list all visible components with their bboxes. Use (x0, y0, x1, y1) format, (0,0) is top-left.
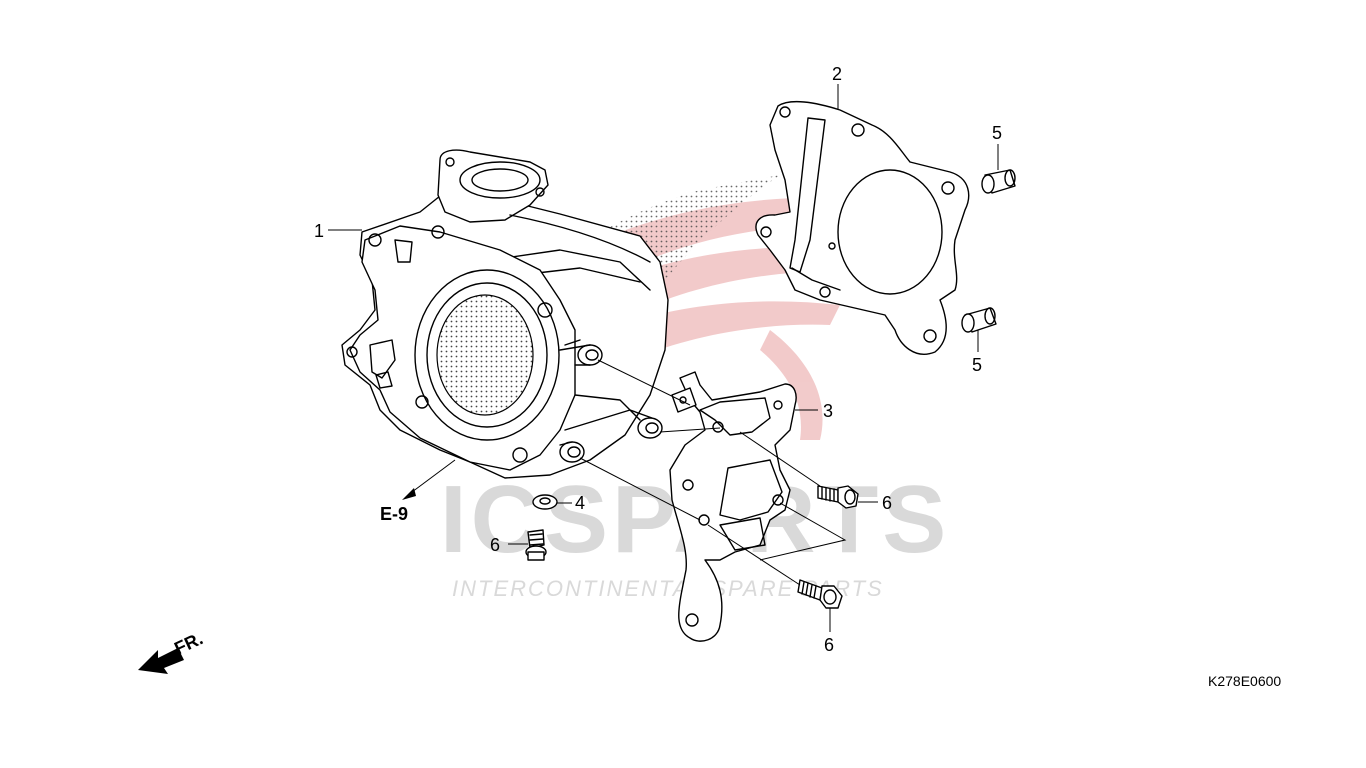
callout-6-upper-right: 6 (882, 493, 892, 513)
reference-arrow-icon (402, 459, 456, 500)
front-arrow-icon (138, 648, 184, 674)
dowel-pin-part-5-lower (961, 307, 997, 333)
bracket-part-3 (669, 371, 797, 642)
bolt-part-6-left (525, 529, 547, 561)
diagram-code: K278E0600 (1208, 673, 1281, 689)
reference-label: E-9 (380, 504, 408, 524)
washer-part-4 (532, 494, 558, 510)
callout-1: 1 (314, 221, 324, 241)
callout-6-left: 6 (490, 535, 500, 555)
assembly-lines (579, 359, 847, 586)
callout-2: 2 (832, 64, 842, 84)
gasket-part-2 (755, 101, 970, 355)
bolt-part-6-upper-right (817, 485, 859, 509)
leader-lines (328, 84, 999, 632)
callout-6-lower-right: 6 (824, 635, 834, 655)
callout-3: 3 (823, 401, 833, 421)
bolt-part-6-lower-right (797, 579, 843, 609)
callout-5-upper: 5 (992, 123, 1002, 143)
dowel-pin-part-5-upper (981, 169, 1016, 194)
callout-4: 4 (575, 493, 585, 513)
callout-5-lower: 5 (972, 355, 982, 375)
cylinder-part-1 (341, 149, 669, 479)
